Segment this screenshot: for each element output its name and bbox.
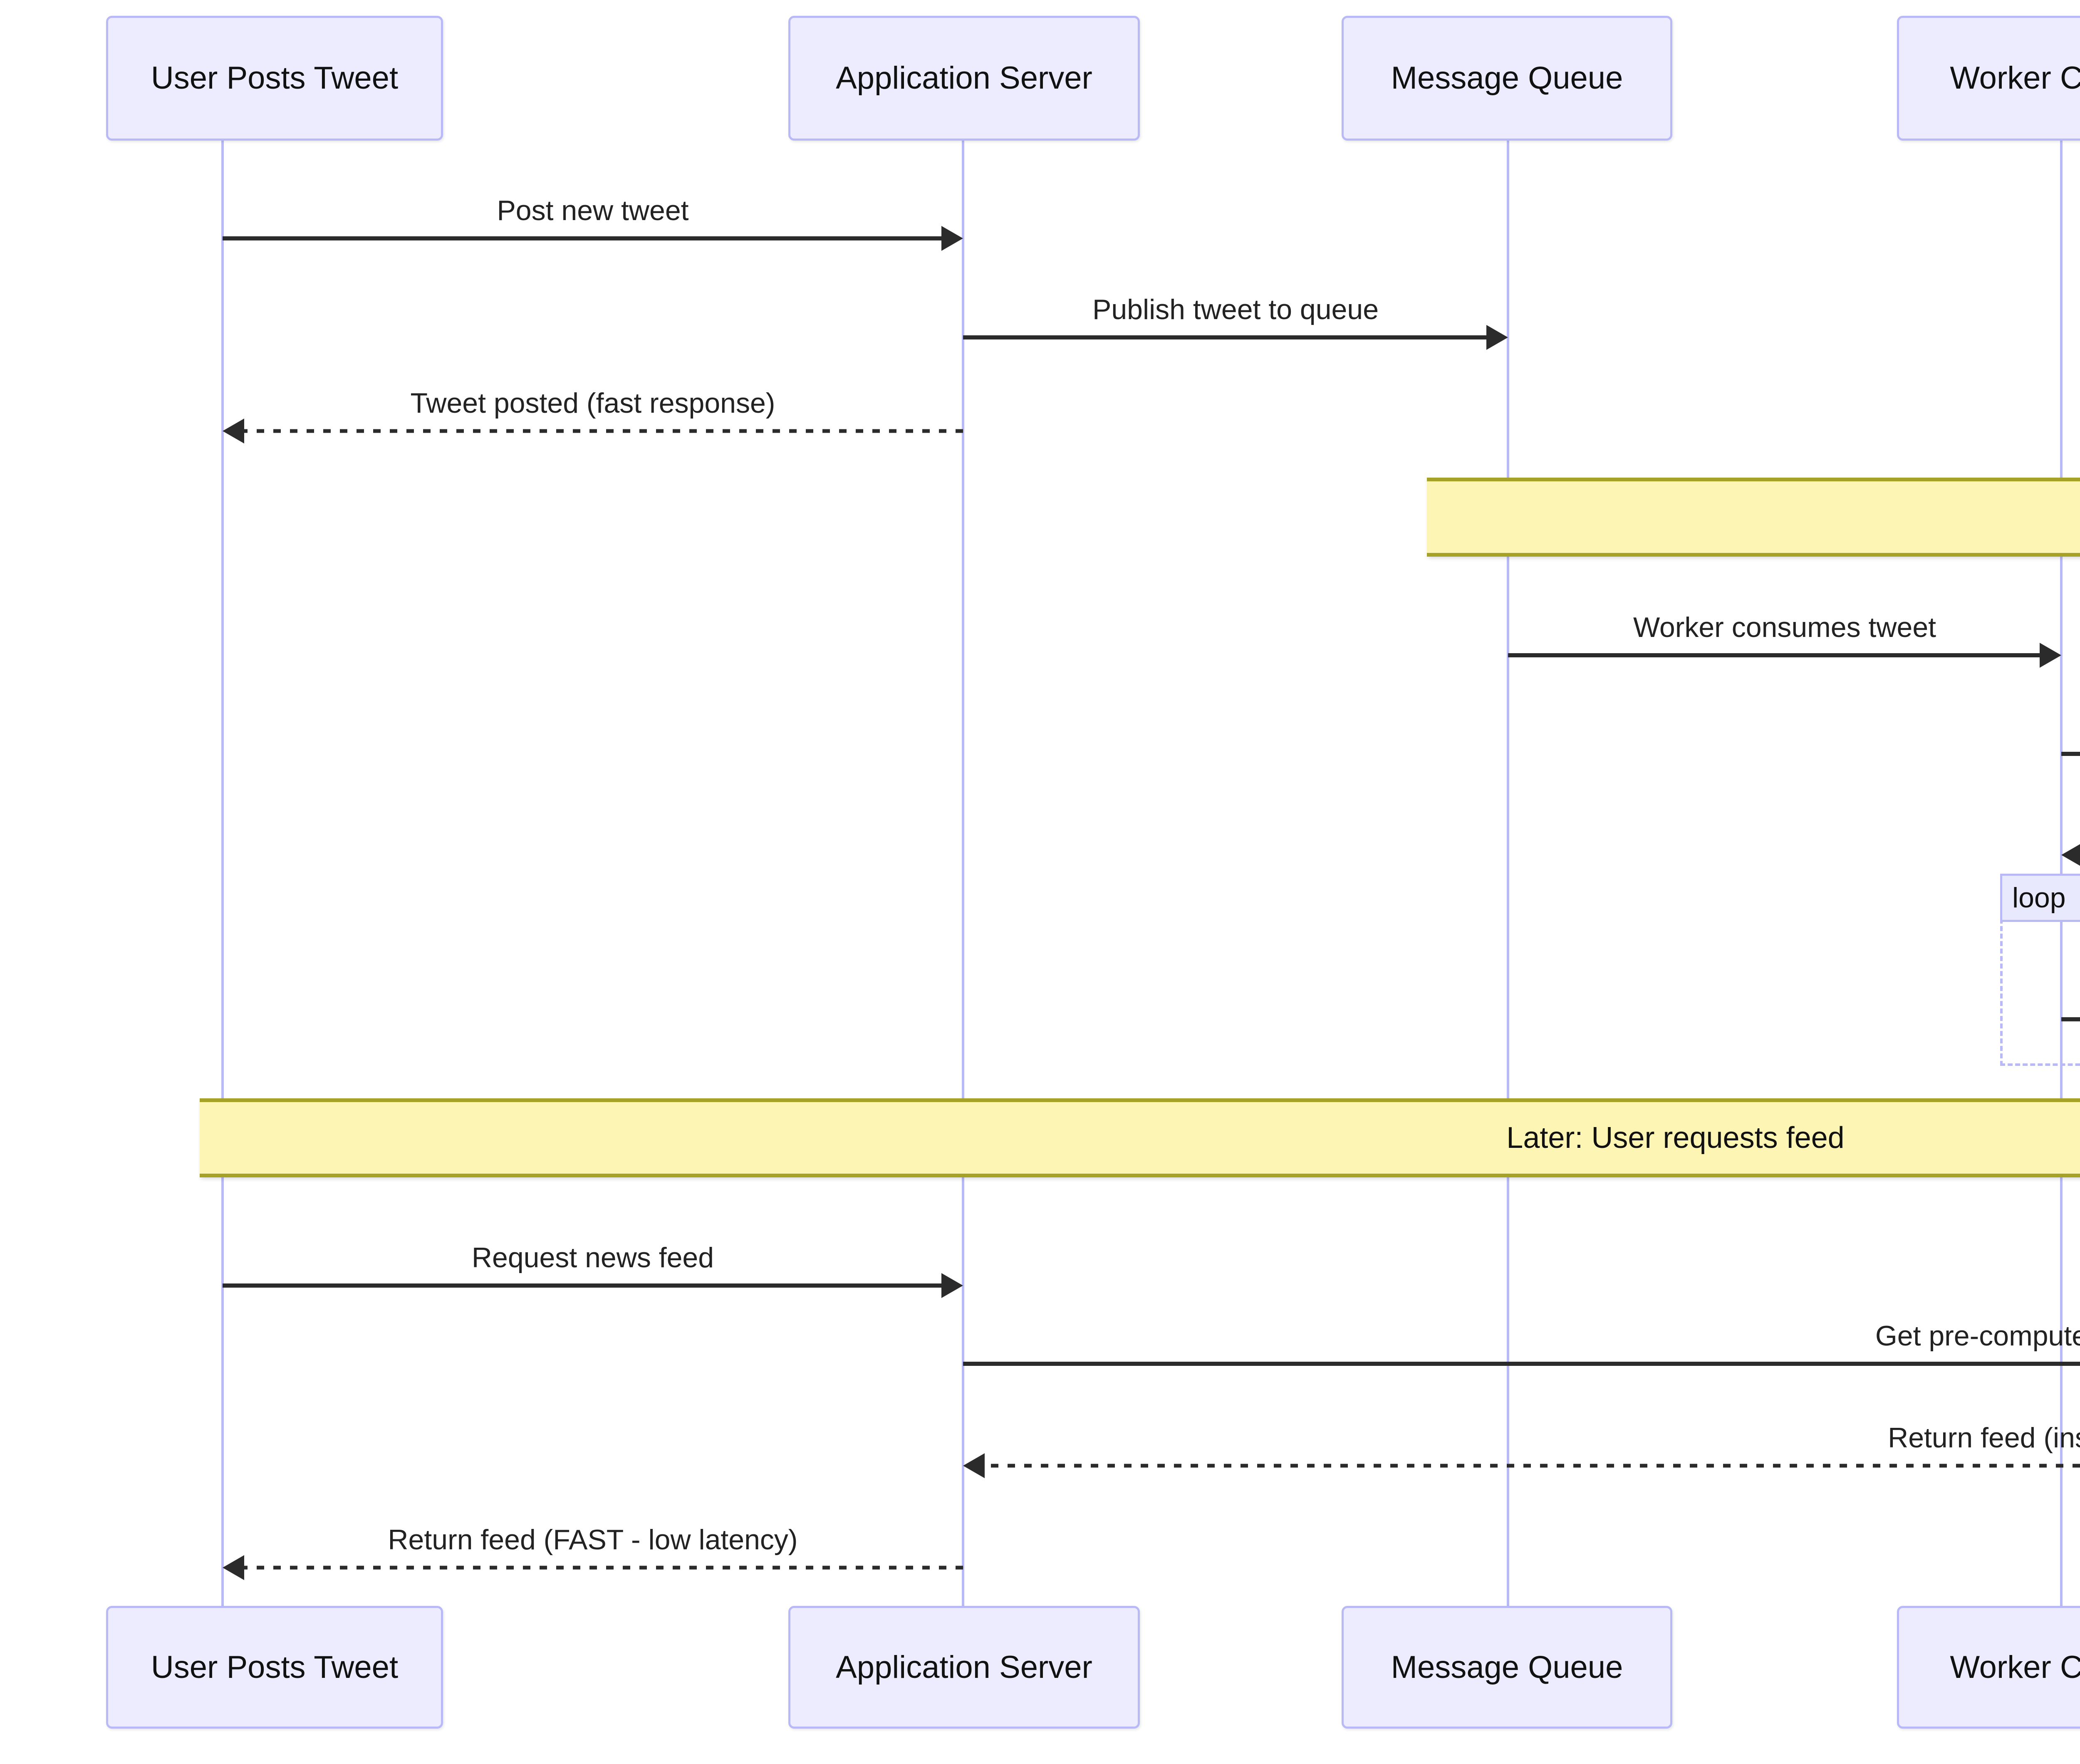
participant-label-worker-bottom: Worker Cluster	[1950, 1649, 2080, 1685]
message-arrowhead-m10	[963, 1453, 985, 1478]
participant-box-mq-top[interactable]: Message Queue	[1342, 16, 1672, 141]
participant-box-mq-bottom[interactable]: Message Queue	[1342, 1606, 1672, 1729]
participant-box-worker-top[interactable]: Worker Cluster	[1897, 16, 2080, 141]
participant-box-app-top[interactable]: Application Server	[788, 16, 1140, 141]
note-band-n1: Asynchronous Processing	[1427, 478, 2080, 557]
message-arrowhead-m6	[2061, 844, 2080, 866]
message-label-m10: Return feed (instant!)	[1888, 1422, 2080, 1454]
message-label-m9: Get pre-computed feed	[1875, 1320, 2080, 1352]
lifeline-group	[221, 141, 2063, 1606]
message-label-m1: Post new tweet	[497, 195, 689, 226]
participant-label-mq-top: Message Queue	[1391, 60, 1623, 96]
participant-label-user-top: User Posts Tweet	[151, 60, 399, 96]
message-arrow-group	[223, 226, 2080, 1580]
message-arrowhead-m2	[1486, 325, 1508, 350]
message-label-m3: Tweet posted (fast response)	[410, 387, 775, 419]
loop-keyword-label: loop	[2012, 882, 2066, 914]
note-band-label-n2: Later: User requests feed	[1506, 1121, 1845, 1155]
participant-label-mq-bottom: Message Queue	[1391, 1649, 1623, 1685]
participant-label-app-top: Application Server	[836, 60, 1092, 96]
message-arrowhead-m11	[223, 1555, 244, 1580]
participant-label-user-bottom: User Posts Tweet	[151, 1649, 399, 1685]
participant-label-worker-top: Worker Cluster	[1950, 60, 2080, 96]
message-arrowhead-m3	[223, 419, 244, 443]
participant-box-user-bottom[interactable]: User Posts Tweet	[106, 1606, 443, 1729]
message-arrowhead-m4	[2040, 643, 2061, 668]
message-label-m2: Publish tweet to queue	[1092, 294, 1379, 325]
note-band-n2: Later: User requests feed	[200, 1098, 2080, 1177]
message-arrowhead-m1	[941, 226, 963, 251]
message-label-m11: Return feed (FAST - low latency)	[388, 1524, 798, 1556]
participant-box-worker-bottom[interactable]: Worker Cluster	[1897, 1606, 2080, 1729]
message-label-m4: Worker consumes tweet	[1633, 612, 1936, 643]
message-arrowhead-m8	[941, 1273, 963, 1298]
message-label-m8: Request news feed	[471, 1242, 714, 1273]
participant-label-app-bottom: Application Server	[836, 1649, 1092, 1685]
participant-box-app-bottom[interactable]: Application Server	[788, 1606, 1140, 1729]
loop-keyword-tab: loop	[2000, 874, 2080, 922]
participant-box-user-top[interactable]: User Posts Tweet	[106, 16, 443, 141]
